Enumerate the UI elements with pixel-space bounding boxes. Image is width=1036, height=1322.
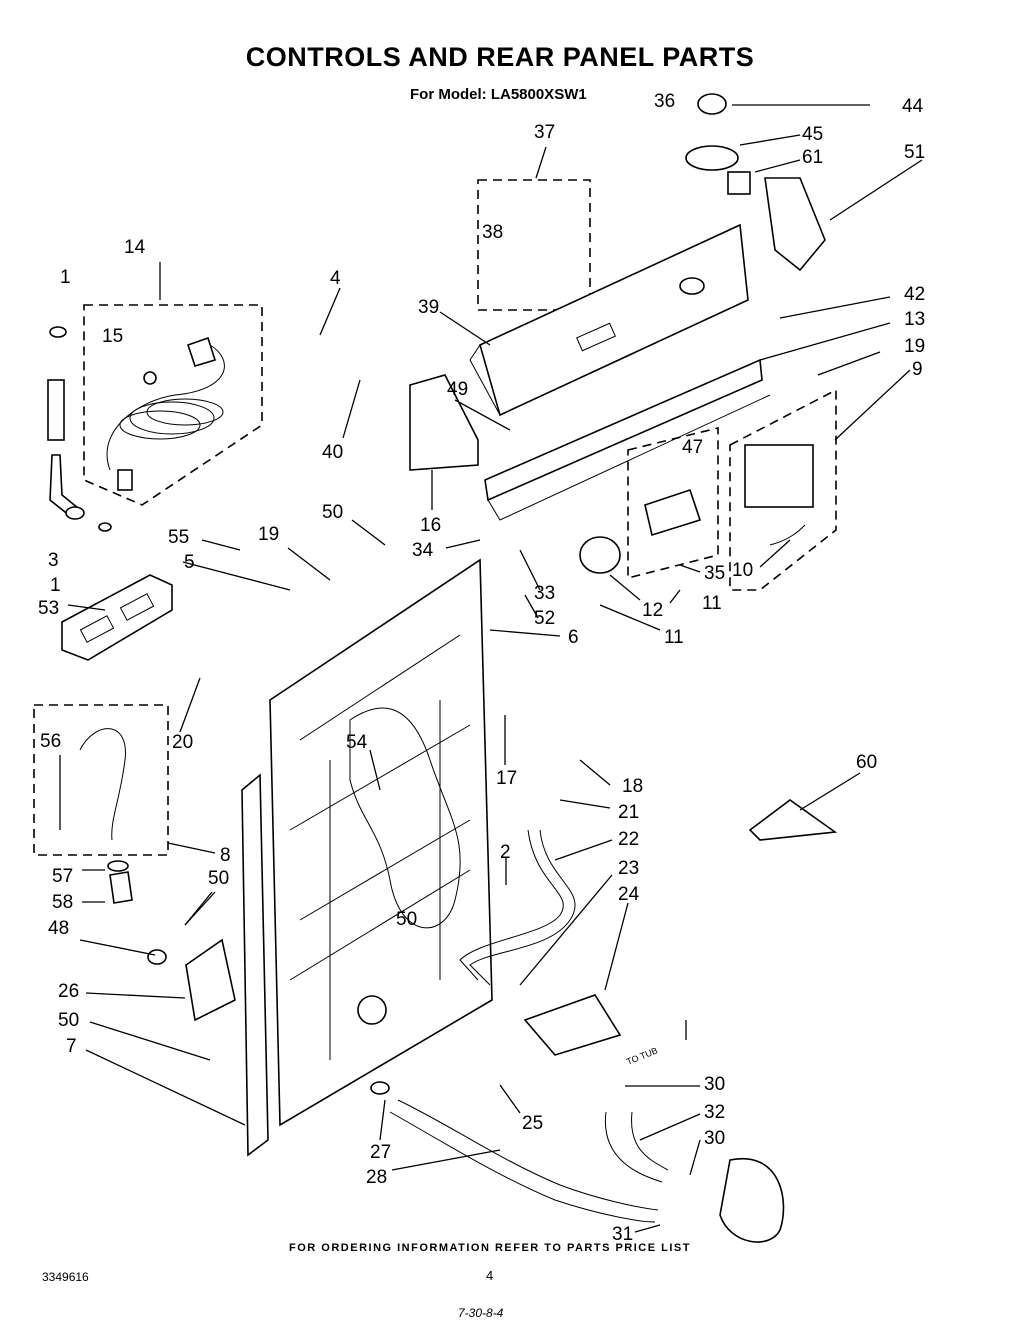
ordering-note: FOR ORDERING INFORMATION REFER TO PARTS … bbox=[289, 1242, 691, 1254]
callout-label: 36 bbox=[654, 91, 675, 112]
callout-label: 50 bbox=[322, 502, 343, 523]
page-number: 4 bbox=[486, 1268, 494, 1283]
callout-label: 40 bbox=[322, 442, 343, 463]
callout-label: 14 bbox=[124, 237, 146, 258]
to-tub-note: TO TUB bbox=[625, 1045, 659, 1067]
callout-label: 7 bbox=[66, 1036, 77, 1057]
callout-label: 17 bbox=[496, 768, 517, 789]
model-subtitle: For Model: LA5800XSW1 bbox=[410, 86, 587, 103]
callout-label: 47 bbox=[682, 437, 703, 458]
callout-label: 33 bbox=[534, 583, 555, 604]
callout-label: 35 bbox=[704, 563, 725, 584]
callout-label: 3 bbox=[48, 550, 59, 571]
callout-label: 13 bbox=[904, 309, 925, 330]
callout-label: 11 bbox=[702, 593, 722, 614]
callout-label: 16 bbox=[420, 515, 441, 536]
callout-label: 31 bbox=[612, 1224, 633, 1245]
callout-label: 19 bbox=[904, 336, 925, 357]
callout-label: 20 bbox=[172, 732, 193, 753]
to-tub-label: TO TUB bbox=[625, 1045, 659, 1067]
callout-label: 19 bbox=[258, 524, 279, 545]
callout-label: 24 bbox=[618, 884, 640, 905]
callout-label: 50 bbox=[58, 1010, 79, 1031]
callout-label: 6 bbox=[568, 627, 579, 648]
callout-label: 12 bbox=[642, 600, 663, 621]
callout-label: 9 bbox=[912, 359, 923, 380]
callout-label: 26 bbox=[58, 981, 79, 1002]
callout-label: 61 bbox=[802, 147, 823, 168]
callout-label: 58 bbox=[52, 892, 73, 913]
callout-label: 22 bbox=[618, 829, 639, 850]
callout-label: 4 bbox=[330, 268, 341, 289]
drawing-art bbox=[33, 93, 923, 1243]
callout-label: 39 bbox=[418, 297, 439, 318]
page-title: CONTROLS AND REAR PANEL PARTS bbox=[245, 42, 755, 72]
callout-label: 49 bbox=[447, 379, 468, 400]
callout-label: 32 bbox=[704, 1102, 725, 1123]
callout-label: 38 bbox=[482, 222, 503, 243]
callout-label: 56 bbox=[40, 731, 61, 752]
callout-label: 5 bbox=[184, 552, 195, 573]
callout-label: 44 bbox=[902, 96, 924, 117]
callout-label: 42 bbox=[904, 284, 925, 305]
callout-label: 1 bbox=[60, 267, 71, 288]
callout-label: 8 bbox=[220, 845, 231, 866]
callout-label: 50 bbox=[208, 868, 229, 889]
callout-label: 21 bbox=[618, 802, 639, 823]
callout-label: 34 bbox=[412, 540, 434, 561]
callout-label: 53 bbox=[38, 598, 59, 619]
callout-label: 45 bbox=[802, 124, 823, 145]
callout-label: 30 bbox=[704, 1128, 725, 1149]
callout-label: 11 bbox=[664, 627, 684, 648]
callout-label: 60 bbox=[856, 752, 877, 773]
callout-label: 57 bbox=[52, 866, 73, 887]
callout-label: 1 bbox=[50, 575, 61, 596]
callout-labels: 1 14 15 4 37 38 36 44 45 61 51 39 42 13 … bbox=[38, 91, 925, 1245]
callout-label: 51 bbox=[904, 142, 925, 163]
callout-label: 25 bbox=[522, 1113, 543, 1134]
callout-label: 2 bbox=[500, 842, 511, 863]
callout-label: 54 bbox=[346, 732, 368, 753]
callout-label: 52 bbox=[534, 608, 555, 629]
callout-label: 37 bbox=[534, 122, 555, 143]
callout-label: 55 bbox=[168, 527, 189, 548]
callout-label: 27 bbox=[370, 1142, 391, 1163]
callout-label: 30 bbox=[704, 1074, 725, 1095]
callout-label: 28 bbox=[366, 1167, 387, 1188]
callout-label: 48 bbox=[48, 918, 69, 939]
callout-label: 50 bbox=[396, 909, 417, 930]
callout-label: 10 bbox=[732, 560, 753, 581]
callout-label: 18 bbox=[622, 776, 643, 797]
callout-label: 15 bbox=[102, 326, 123, 347]
handwritten-mark: 7-30-8-4 bbox=[458, 1306, 504, 1320]
document-number: 3349616 bbox=[42, 1270, 89, 1284]
callout-label: 23 bbox=[618, 858, 639, 879]
